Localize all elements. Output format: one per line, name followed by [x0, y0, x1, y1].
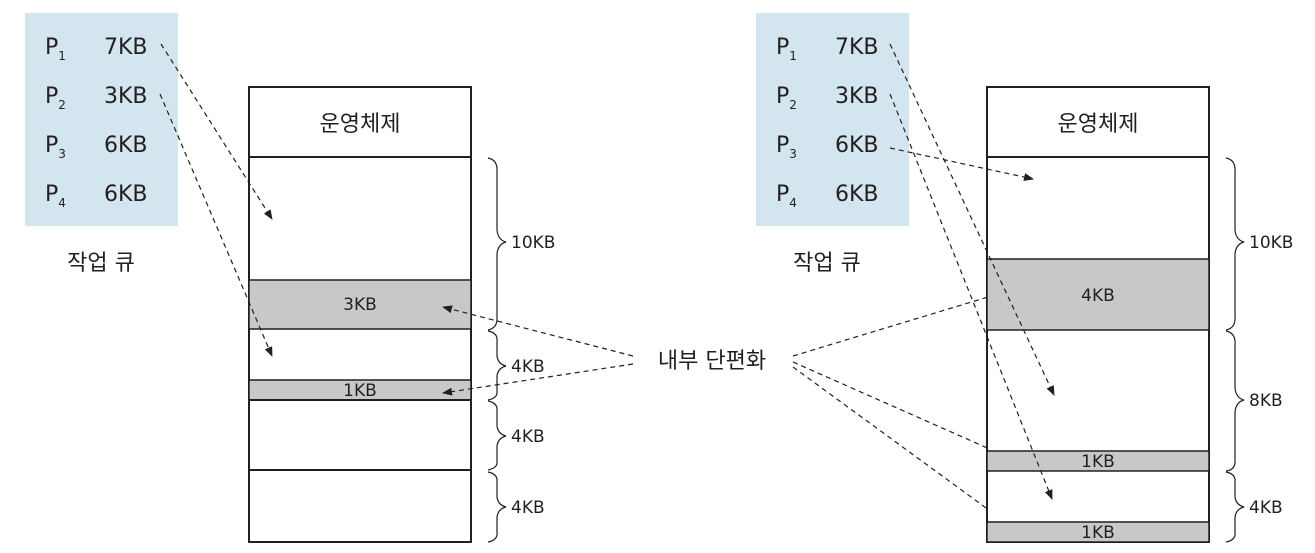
queue-item-size: 3KB — [104, 84, 148, 109]
left-arrow-p1 — [160, 43, 273, 220]
right-queue-item-p2: P2 3KB — [776, 84, 879, 112]
left-os-label: 운영체제 — [320, 112, 401, 137]
queue-item-size: 6KB — [835, 182, 879, 207]
left-partition-label: 4KB — [511, 357, 545, 377]
center-label: 내부 단편화 — [658, 349, 766, 374]
right-fragment-1kb — [986, 521, 1210, 543]
queue-item-size: 6KB — [104, 133, 148, 158]
right-queue-item-p1: P1 7KB — [776, 35, 879, 63]
left-queue-item-p4: P4 6KB — [45, 182, 148, 210]
queue-item-size: 6KB — [835, 133, 879, 158]
queue-item-label: P2 — [776, 84, 797, 112]
left-panel: P1 7KB P2 3KB P3 6KB P4 6KB 작업 큐 운영체제 3 — [25, 13, 555, 543]
left-fragment-3kb — [248, 279, 472, 330]
left-queue-item-p3: P3 6KB — [45, 133, 148, 161]
right-panel: P1 7KB P2 3KB P3 6KB P4 6KB 작업 큐 운영체제 4K… — [756, 13, 1293, 543]
queue-item-size: 6KB — [104, 182, 148, 207]
queue-item-size: 7KB — [835, 35, 879, 60]
left-job-queue: P1 7KB P2 3KB P3 6KB P4 6KB 작업 큐 — [25, 13, 178, 276]
callout-arrow — [792, 285, 1022, 357]
brace — [1225, 157, 1245, 331]
left-partition-label: 10KB — [511, 233, 555, 253]
callout-arrow — [442, 305, 634, 357]
left-fragment-label: 1KB — [343, 381, 377, 401]
brace — [487, 157, 507, 331]
left-fragment-label: 3KB — [343, 295, 377, 315]
right-arrow-p3 — [889, 147, 1034, 182]
left-partition-label: 4KB — [511, 427, 545, 447]
right-fragment-label: 1KB — [1081, 452, 1115, 472]
queue-item-label: P4 — [45, 182, 66, 210]
right-partition-label: 4KB — [1249, 498, 1283, 518]
right-queue-item-p4: P4 6KB — [776, 182, 879, 210]
brace — [1225, 330, 1245, 472]
internal-fragmentation-callout: 내부 단편화 — [442, 285, 1022, 533]
right-arrow-p1 — [889, 43, 1055, 396]
right-fragment-label: 4KB — [1081, 286, 1115, 306]
right-memory: 운영체제 4KB 1KB 1KB 10KB 8KB 4KB — [986, 86, 1293, 543]
right-fragment-4kb — [986, 258, 1210, 331]
right-os-label: 운영체제 — [1058, 112, 1139, 137]
queue-item-label: P3 — [776, 133, 797, 161]
brace — [487, 400, 507, 471]
queue-item-label: P1 — [45, 35, 66, 63]
queue-item-size: 3KB — [835, 84, 879, 109]
right-fragment-label: 1KB — [1081, 523, 1115, 543]
left-queue-box — [25, 13, 178, 226]
queue-item-size: 7KB — [104, 35, 148, 60]
queue-item-label: P1 — [776, 35, 797, 63]
left-queue-item-p2: P2 3KB — [45, 84, 148, 112]
right-queue-item-p3: P3 6KB — [776, 133, 879, 161]
brace — [1225, 471, 1245, 543]
callout-arrow — [792, 366, 1020, 533]
right-queue-title: 작업 큐 — [793, 251, 861, 276]
left-partition-label: 4KB — [511, 498, 545, 518]
right-partition-label: 10KB — [1249, 233, 1293, 253]
right-queue-box — [756, 13, 909, 226]
queue-item-label: P2 — [45, 84, 66, 112]
right-job-queue: P1 7KB P2 3KB P3 6KB P4 6KB 작업 큐 — [756, 13, 909, 276]
left-arrow-p2 — [159, 93, 273, 357]
left-queue-title: 작업 큐 — [67, 251, 135, 276]
queue-item-label: P4 — [776, 182, 797, 210]
right-partition-label: 8KB — [1249, 391, 1283, 411]
brace — [487, 471, 507, 543]
right-arrow-p2 — [889, 93, 1053, 500]
left-memory: 운영체제 3KB 1KB 10KB 4KB 4KB 4KB — [248, 86, 555, 543]
brace — [487, 330, 507, 401]
right-fragment-1kb — [986, 450, 1210, 472]
queue-item-label: P3 — [45, 133, 66, 161]
callout-arrow — [792, 361, 1020, 463]
left-queue-item-p1: P1 7KB — [45, 35, 148, 63]
